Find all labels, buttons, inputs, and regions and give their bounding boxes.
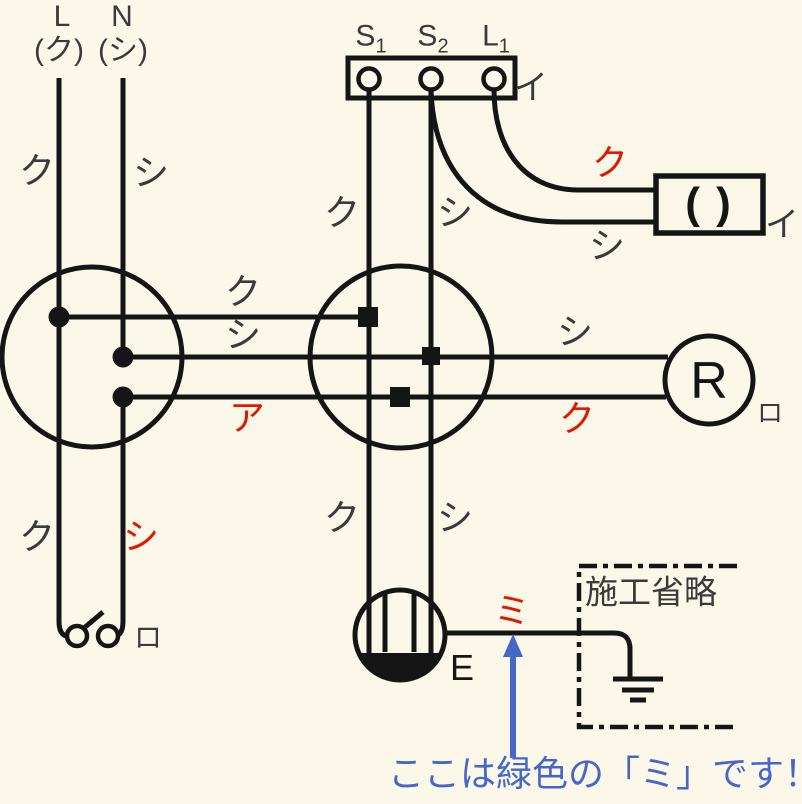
ring-sleeve-dot (112, 386, 134, 408)
live-wire-color-label: (ク) (34, 34, 84, 67)
neutral-terminal-label: N (111, 0, 133, 33)
terminal-s1-label: S1 (355, 19, 387, 58)
rose-base-segment (358, 653, 442, 680)
receptacle-circuit-label: ロ (756, 398, 784, 428)
annotation-arrow-head (503, 634, 523, 657)
annotation-text: ここは緑色の「ミ」です！ (388, 753, 802, 794)
l1-to-lamp-wire (491, 89, 656, 193)
left-cable-white-label: シ (224, 314, 262, 355)
earth-terminal-label: E (449, 647, 475, 688)
neutral-drop-label: シ (132, 152, 170, 193)
lamp-i-symbol: ( ) (685, 179, 733, 228)
lamp-wire-black-label: ク (591, 142, 629, 183)
earth-wire-green-label: ミ (493, 590, 531, 631)
terminal-s2-sub: 2 (437, 35, 449, 58)
terminal-s2-label: S2 (417, 19, 449, 58)
terminal-l1-label: L1 (482, 19, 510, 58)
omitted-construction-label: 施工省略 (585, 573, 717, 611)
switch-return-wire (114, 397, 126, 639)
switch-white-label: シ (122, 516, 160, 557)
terminal-l1-base: L (482, 19, 499, 53)
switch-device-label: ロ (133, 622, 163, 653)
switch-black-label: ク (18, 516, 56, 557)
neutral-wire-color-label: (シ) (98, 34, 148, 67)
rose-drop-black-label: ク (323, 497, 361, 538)
lamp-i-body (653, 173, 766, 236)
live-wire (56, 78, 68, 639)
lamp-wire-white-label: シ (588, 225, 626, 266)
terminal-s1-sub: 1 (375, 35, 387, 58)
switch-contact (64, 623, 90, 649)
switch-contact (95, 623, 121, 649)
terminal-l1 (481, 66, 507, 92)
ring-sleeve-dot (48, 306, 70, 328)
earth-wire (444, 630, 633, 678)
lamp-i-circuit-label: イ (765, 206, 799, 244)
terminal-l1-sub: 1 (498, 35, 510, 58)
terminal-s1 (356, 66, 382, 92)
s2-drop-color-label: シ (436, 192, 474, 233)
right-cable-white-label: シ (556, 311, 594, 352)
terminal-s2 (418, 66, 444, 92)
left-cable-black-label: ク (224, 271, 262, 312)
omitted-construction-border (576, 563, 737, 730)
s1-drop-color-label: ク (323, 192, 361, 233)
rose-drop-white-label: シ (436, 497, 474, 538)
auto-switch-circuit-label: イ (514, 69, 548, 107)
connector-square (390, 387, 410, 407)
left-cable-red-label: ア (228, 397, 266, 438)
right-cable-black-label: ク (558, 398, 596, 439)
terminal-s1-base: S (355, 19, 376, 53)
terminal-s2-base: S (417, 19, 438, 53)
s2-to-lamp-wire (428, 89, 656, 225)
connector-square (422, 347, 440, 365)
receptacle-circle (662, 333, 756, 427)
live-drop-label: ク (18, 150, 56, 191)
live-terminal-label: L (53, 0, 71, 33)
switch-blade (82, 610, 105, 630)
connector-square (358, 307, 378, 327)
receptacle-symbol: R (690, 352, 728, 410)
ring-sleeve-dot (112, 346, 134, 368)
